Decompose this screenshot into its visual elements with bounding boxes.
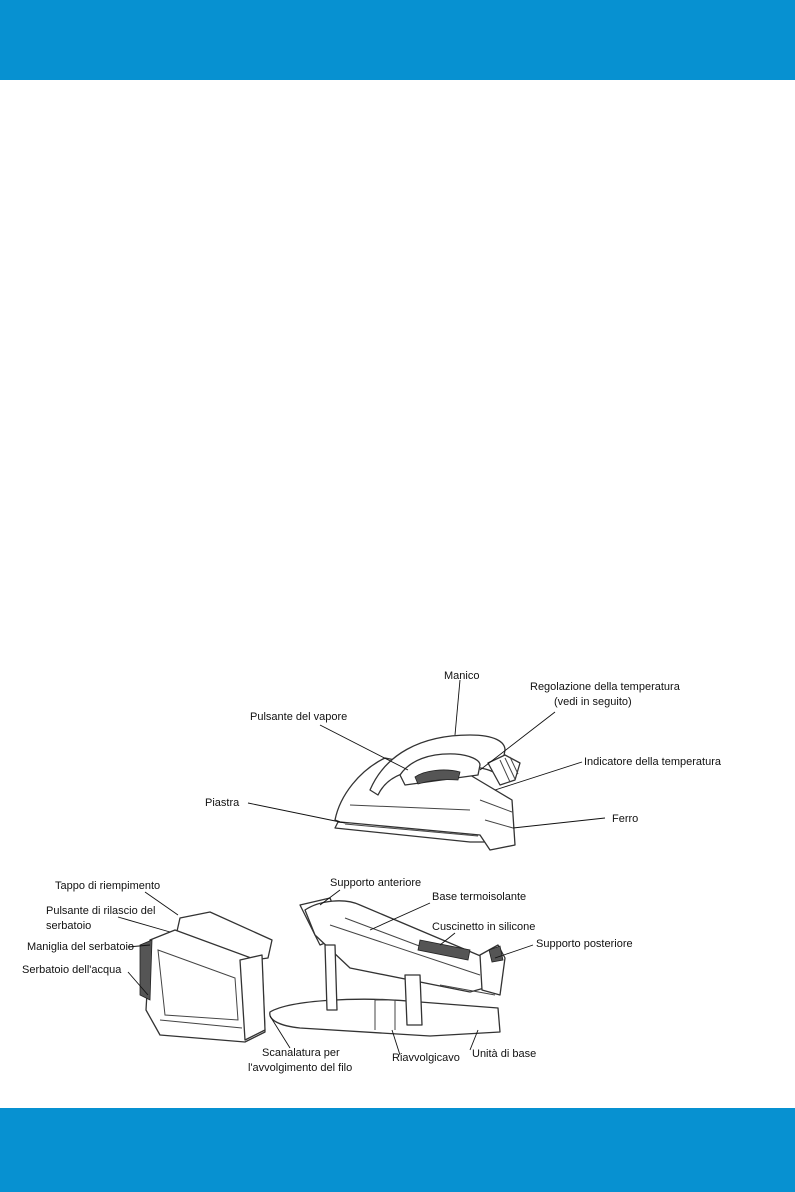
header-band (0, 0, 795, 80)
label-regolazione-line2: (vedi in seguito) (554, 696, 632, 708)
label-ferro: Ferro (612, 813, 638, 825)
label-tappo: Tappo di riempimento (55, 880, 160, 892)
leader-base-termoisolante (369, 902, 431, 931)
leader-indicatore (494, 761, 583, 791)
leader-scanalatura (269, 1015, 291, 1049)
label-scanalatura-line2: l'avvolgimento del filo (248, 1062, 352, 1074)
leader-regolazione (479, 711, 556, 771)
label-supporto-posteriore: Supporto posteriore (536, 938, 633, 950)
label-pulsante-rilascio-line2: serbatoio (46, 920, 91, 932)
leader-pulsante-rilascio (117, 916, 171, 933)
label-pulsante-vapore: Pulsante del vapore (250, 711, 347, 723)
label-maniglia: Maniglia del serbatoio (27, 941, 134, 953)
leader-unita-base (469, 1029, 479, 1051)
base-unit-drawing (269, 897, 506, 1037)
label-pulsante-rilascio-line1: Pulsante di rilascio del (46, 905, 155, 917)
leader-riavvolgicavo (391, 1029, 401, 1056)
label-unita-base: Unità di base (472, 1048, 536, 1060)
leader-cuscinetto (439, 932, 456, 946)
label-cuscinetto: Cuscinetto in silicone (432, 921, 535, 933)
leader-supporto-posteriore (494, 944, 534, 959)
label-supporto-anteriore: Supporto anteriore (330, 877, 421, 889)
leader-supporto-anteriore (319, 889, 341, 906)
label-riavvolgicavo: Riavvolgicavo (392, 1052, 460, 1064)
leader-piastra (247, 802, 346, 824)
label-base-termoisolante: Base termoisolante (432, 891, 526, 903)
label-regolazione-line1: Regolazione della temperatura (530, 681, 681, 693)
footer-band (0, 1108, 795, 1192)
leader-serbatoio (127, 971, 149, 996)
iron-drawing (334, 734, 521, 851)
leader-manico (454, 679, 461, 736)
label-scanalatura-line1: Scanalatura per (262, 1047, 340, 1059)
leader-tappo (144, 891, 179, 916)
label-indicatore: Indicatore della temperatura (584, 756, 722, 768)
leader-maniglia (127, 944, 151, 948)
label-serbatoio: Serbatoio dell'acqua (22, 964, 122, 976)
water-tank-drawing (139, 911, 273, 1043)
leader-ferro (512, 817, 606, 829)
label-manico: Manico (444, 670, 479, 682)
label-piastra: Piastra (205, 797, 240, 809)
leader-pulsante-vapore (319, 724, 409, 771)
